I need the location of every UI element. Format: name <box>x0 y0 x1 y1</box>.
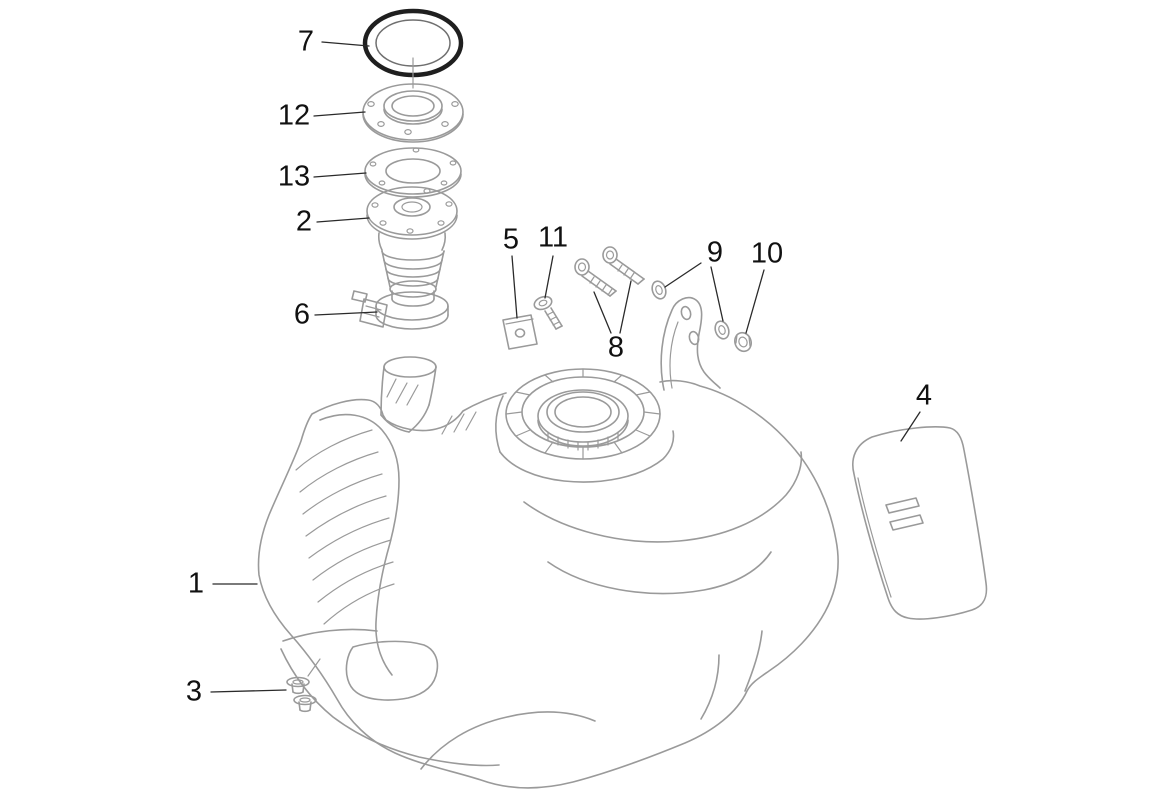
part-13-gasket-drawing <box>364 147 462 198</box>
part-7-lock-ring-drawing <box>362 8 464 89</box>
callout-10: 10 <box>750 237 784 270</box>
callout-2: 2 <box>295 205 313 238</box>
part-11-screw-drawing <box>533 295 563 330</box>
callout-9: 9 <box>706 236 724 269</box>
callout-5: 5 <box>502 223 520 256</box>
callout-4: 4 <box>915 379 933 412</box>
fuel-tank-body-drawing <box>257 379 839 789</box>
part-12-flange-plate-drawing <box>362 83 464 143</box>
part-4-side-panel-drawing <box>852 426 988 620</box>
part-8-screws-drawing <box>574 246 645 297</box>
mounting-bracket-drawing <box>660 296 721 391</box>
leader-lines <box>210 41 921 693</box>
tank-filler-ring-drawing <box>505 368 661 460</box>
callout-12: 12 <box>277 99 311 132</box>
part-10-nut-drawing <box>734 331 752 353</box>
part-3-fasteners-drawing <box>286 658 321 713</box>
callout-11: 11 <box>537 221 569 254</box>
part-2-fuel-sender-drawing <box>366 186 458 307</box>
filler-neck-drawing <box>380 356 437 433</box>
callout-6: 6 <box>293 298 311 331</box>
callout-8: 8 <box>607 331 625 364</box>
part-5-plate-drawing <box>502 314 538 350</box>
callout-7: 7 <box>297 25 315 58</box>
callout-13: 13 <box>277 160 311 193</box>
part-9-washers-drawing <box>651 280 730 340</box>
callout-3: 3 <box>185 675 203 708</box>
callout-1: 1 <box>187 567 205 600</box>
part-6-clamp-drawing <box>351 290 449 330</box>
